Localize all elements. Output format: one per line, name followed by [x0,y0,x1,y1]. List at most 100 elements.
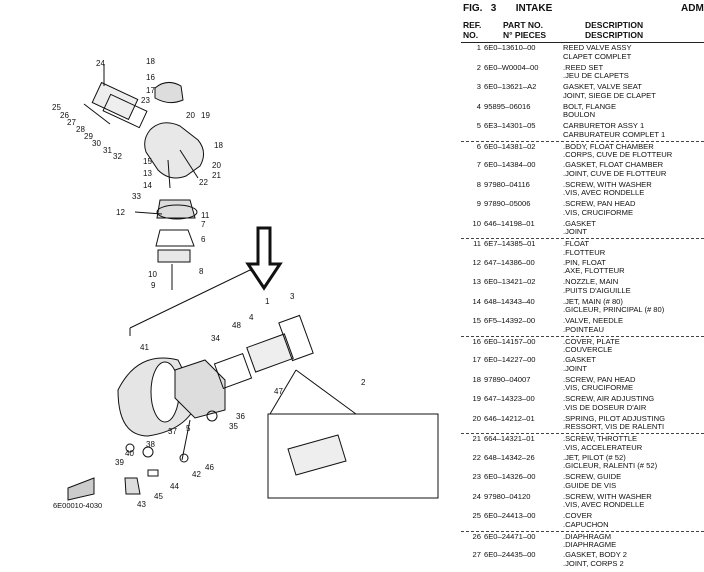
callout-13: 13 [143,169,152,178]
description: .COVER.CAPUCHON [563,511,609,529]
description-en: BOLT, FLANGE [563,101,617,111]
description-fr: .DIAPHRAGME [563,540,617,550]
description: .NOZZLE, MAIN.PUITS D'AIGUILLE [563,277,631,295]
part-number: 664–14321–01 [484,434,535,443]
callout-12: 12 [116,208,125,217]
callout-43: 43 [137,500,146,509]
callout-30: 30 [92,139,101,148]
callout-20b: 20 [212,161,221,170]
figure-title: INTAKE [515,3,553,14]
description-en: .JET, PILOT (# 52) [563,452,626,462]
part-number: 97890–05006 [484,199,531,208]
ref-number: 15 [472,316,481,325]
ref-number: 27 [472,550,481,559]
ref-number: 3 [476,82,481,91]
description-fr: .GICLEUR, RALENTI (# 52) [563,461,658,471]
part-number: 6E0–14157–00 [484,336,536,346]
callout-19: 19 [201,111,210,120]
parts-list: FIG. 3 INTAKE ADMIS REF.NO. PART NO.N° P… [455,0,704,567]
part-number: 95895–06016 [484,101,531,111]
description: .GASKET, FLOAT CHAMBER.JOINT, CUVE DE FL… [563,160,667,178]
description-fr: CLAPET COMPLET [563,51,632,61]
callout-5: 5 [186,424,191,433]
description-en: .GASKET [563,218,596,228]
description-fr: .JOINT [563,227,588,237]
part-number: 648–14342–26 [484,452,535,462]
callout-15: 15 [143,157,152,166]
description-en: .SCREW, AIR ADJUSTING [563,394,655,403]
callout-17: 17 [146,86,155,95]
description: .COVER, PLATE.COUVERCLE [563,337,620,355]
ref-number: 21 [472,434,481,443]
description-en: .COVER [563,511,593,520]
callout-numbers: 24 18 16 17 23 25 26 27 28 29 30 31 32 2… [52,57,366,509]
part-number: 648–14343–40 [484,296,535,306]
description-fr: .PUITS D'AIGUILLE [563,285,631,295]
callout-24: 24 [96,59,105,68]
description-en: .DIAPHRAGM [563,531,612,541]
ref-number: 5 [476,121,481,130]
callout-48: 48 [232,321,241,330]
callout-35: 35 [229,422,238,431]
callout-47: 47 [274,387,283,396]
description-en: .GASKET, FLOAT CHAMBER [563,160,664,169]
description-fr: .JOINT, CUVE DE FLOTTEUR [563,168,667,178]
description-en: .SPRING, PILOT ADJUSTING [563,413,665,423]
callout-4: 4 [249,313,254,322]
callout-36: 36 [236,412,245,421]
ref-number: 16 [472,336,481,346]
description: .SCREW, THROTTLE.VIS, ACCELERATEUR [563,434,642,452]
header-rule [461,42,704,43]
callout-2: 2 [361,378,366,387]
ref-number: 4 [476,101,481,111]
description: .JET, MAIN (# 80).GICLEUR, PRINCIPAL (# … [563,296,664,315]
ref-number: 11 [473,239,481,248]
description-fr: .CORPS, CUVE DE FLOTTEUR [563,150,673,160]
description: .DIAPHRAGM.DIAPHRAGME [563,531,617,550]
callout-32: 32 [113,152,122,161]
ref-number: 17 [472,355,481,364]
figure-side-title: ADMIS [681,3,704,14]
ref-number: 1 [476,43,481,52]
description-fr: .FLOTTEUR [563,247,606,257]
callout-16: 16 [146,73,155,82]
ref-number: 10 [472,218,481,228]
description-en: .SCREW, THROTTLE [563,434,638,443]
description-fr: CARBURATEUR COMPLET 1 [563,129,666,139]
part-number: 6E0–24413–00 [484,511,536,520]
description-en: GASKET, VALVE SEAT [563,82,642,91]
figure-header: FIG. 3 INTAKE ADMIS [463,3,704,14]
description-fr: .POINTEAU [563,324,604,334]
description-en: .JET, MAIN (# 80) [563,296,623,306]
col-ref-line2: NO. [463,30,479,40]
description-fr: .VIS, AVEC RONDELLE [563,500,645,510]
ref-number: 7 [476,160,481,169]
part-number: 646–14212–01 [484,413,535,423]
description-en: REED VALVE ASSY [563,43,632,52]
ref-number: 6 [476,141,481,151]
callout-42: 42 [192,470,201,479]
ref-number: 25 [472,511,481,520]
part-number: 6E0–24471–00 [484,531,536,541]
callout-28: 28 [76,125,85,134]
callout-41: 41 [140,343,149,352]
